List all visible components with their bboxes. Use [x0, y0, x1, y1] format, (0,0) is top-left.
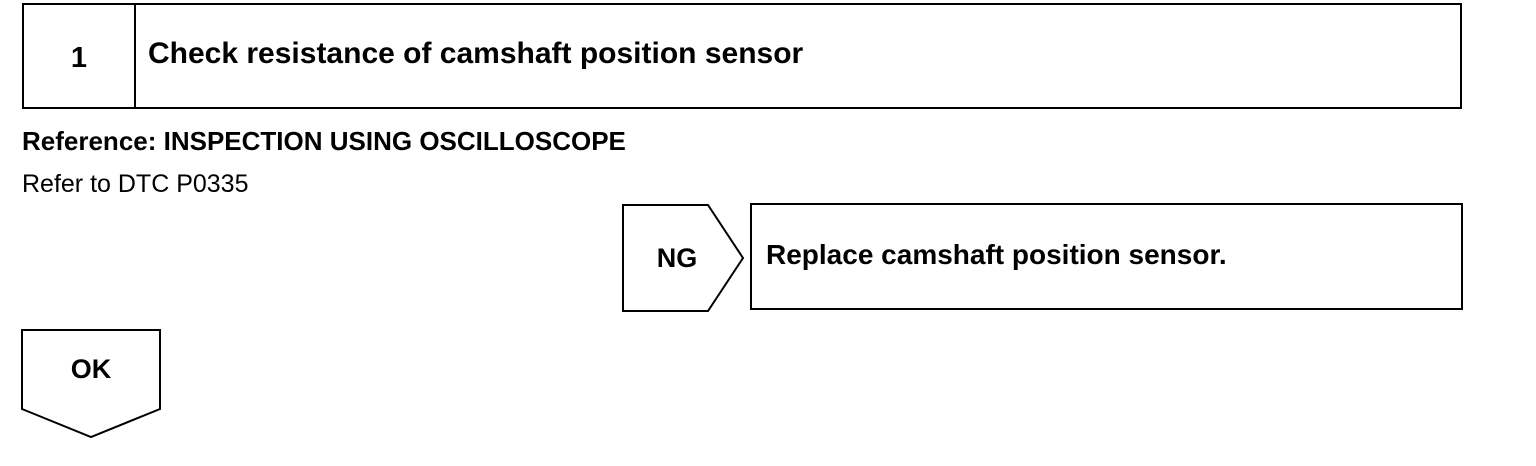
ng-label: NG	[656, 242, 698, 273]
ok-label: OK	[70, 353, 112, 384]
ng-arrow-shape	[622, 204, 745, 312]
ng-action-box: Replace camshaft position sensor.	[750, 203, 1463, 310]
step-box: 1 Check resistance of camshaft position …	[22, 3, 1462, 109]
ok-arrow-shape	[21, 329, 161, 439]
reference-heading: Reference: INSPECTION USING OSCILLOSCOPE	[22, 126, 626, 156]
step-title: Check resistance of camshaft position se…	[148, 37, 804, 70]
reference-detail: Refer to DTC P0335	[22, 170, 249, 198]
step-number: 1	[24, 5, 136, 107]
